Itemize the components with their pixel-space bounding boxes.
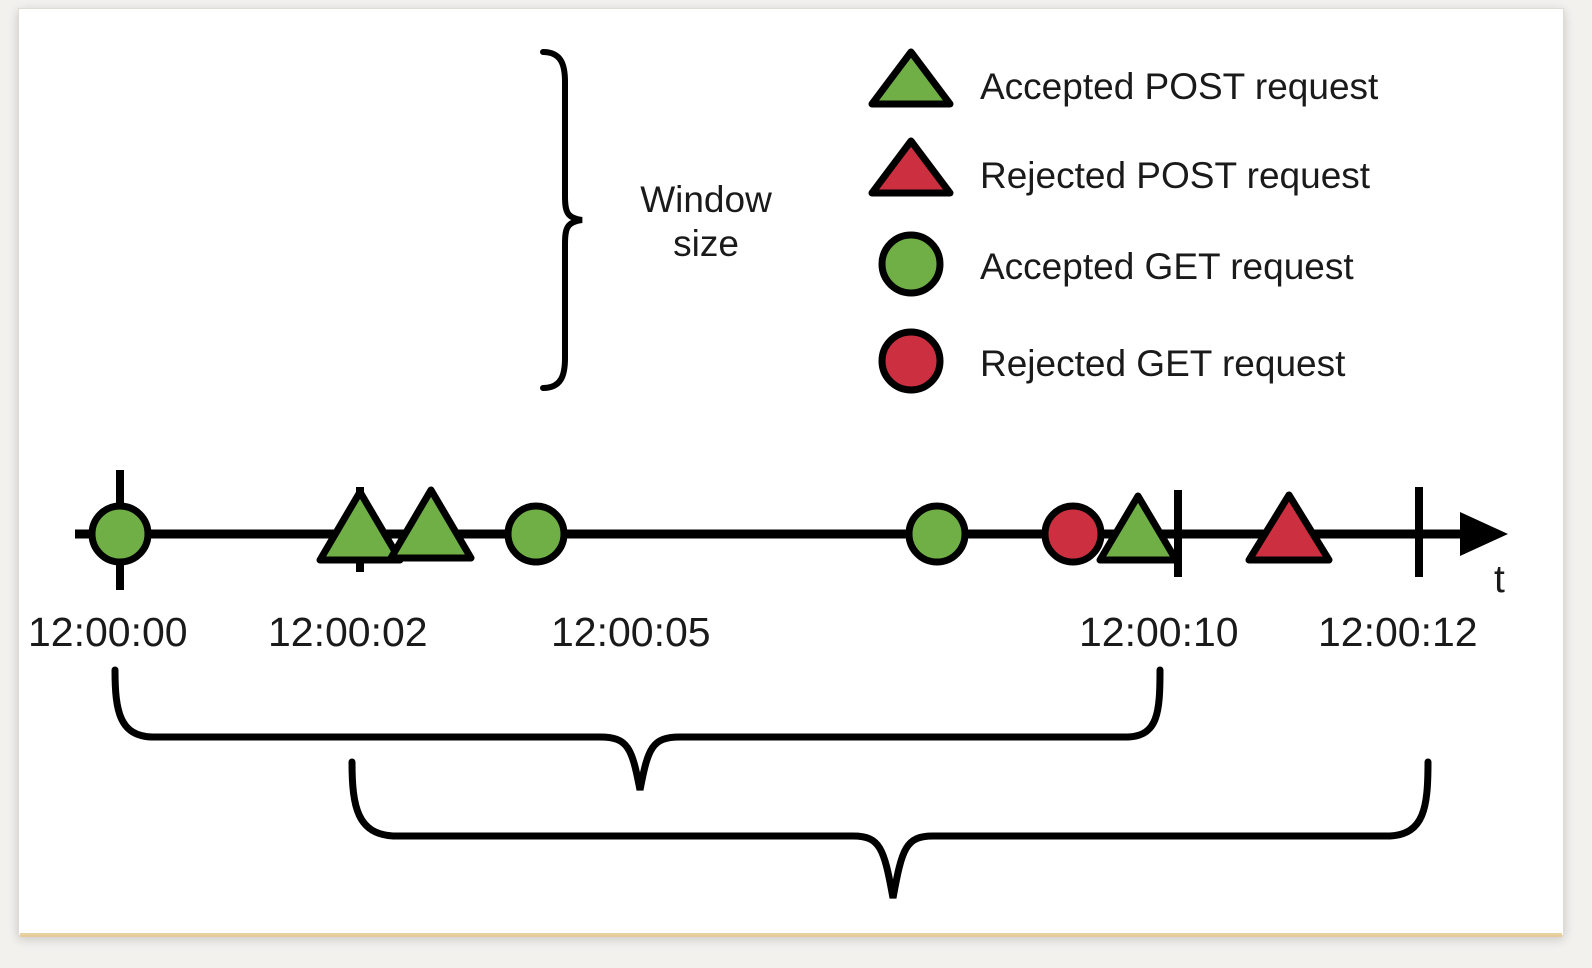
- event-marker-rejected-post[interactable]: [1245, 491, 1333, 564]
- window-size-brace-group: Window size: [540, 49, 772, 391]
- triangle-up-icon: [868, 48, 954, 108]
- window-size-brace-icon: [540, 49, 583, 391]
- event-marker-accepted-get[interactable]: [88, 502, 152, 566]
- tick-label-12-00-10: 12:00:10: [1079, 609, 1239, 655]
- axis-arrow-icon: [1460, 512, 1508, 556]
- tick-label-12-00-05: 12:00:05: [551, 609, 711, 655]
- legend-item-accepted-get[interactable]: Accepted GET request: [878, 231, 1354, 297]
- legend-label-accepted-get: Accepted GET request: [980, 246, 1354, 287]
- window-size-label-line1: Window: [640, 179, 772, 220]
- triangle-up-icon: [868, 137, 954, 197]
- legend: Accepted POST request Rejected POST requ…: [868, 48, 1379, 394]
- event-marker-accepted-post[interactable]: [1096, 492, 1180, 564]
- tick-label-12-00-02: 12:00:02: [268, 609, 428, 655]
- axis-variable-label: t: [1494, 558, 1505, 601]
- legend-item-rejected-post[interactable]: Rejected POST request: [868, 137, 1371, 197]
- page-accent-bar: [20, 933, 1562, 937]
- window-brace-second-icon: [348, 758, 1432, 899]
- event-marker-accepted-post[interactable]: [387, 486, 475, 562]
- figure-canvas: [18, 8, 1564, 936]
- event-marker-accepted-post[interactable]: [316, 488, 404, 564]
- tick-label-12-00-12: 12:00:12: [1318, 609, 1478, 655]
- circle-icon: [878, 328, 944, 394]
- legend-label-rejected-get: Rejected GET request: [980, 343, 1346, 384]
- tick-labels: 12:00:00 12:00:02 12:00:05 12:00:10 12:0…: [28, 609, 1478, 655]
- event-marker-accepted-get[interactable]: [504, 502, 568, 566]
- tick-label-12-00-00: 12:00:00: [28, 609, 188, 655]
- window-brace-first-icon: [111, 666, 1164, 791]
- event-marker-accepted-get[interactable]: [905, 502, 969, 566]
- legend-label-rejected-post: Rejected POST request: [980, 155, 1371, 196]
- legend-item-rejected-get[interactable]: Rejected GET request: [878, 328, 1346, 394]
- window-size-label-line2: size: [673, 223, 739, 264]
- legend-item-accepted-post[interactable]: Accepted POST request: [868, 48, 1379, 108]
- event-markers: [88, 486, 1333, 566]
- circle-icon: [878, 231, 944, 297]
- legend-label-accepted-post: Accepted POST request: [980, 66, 1379, 107]
- event-marker-rejected-get[interactable]: [1041, 502, 1105, 566]
